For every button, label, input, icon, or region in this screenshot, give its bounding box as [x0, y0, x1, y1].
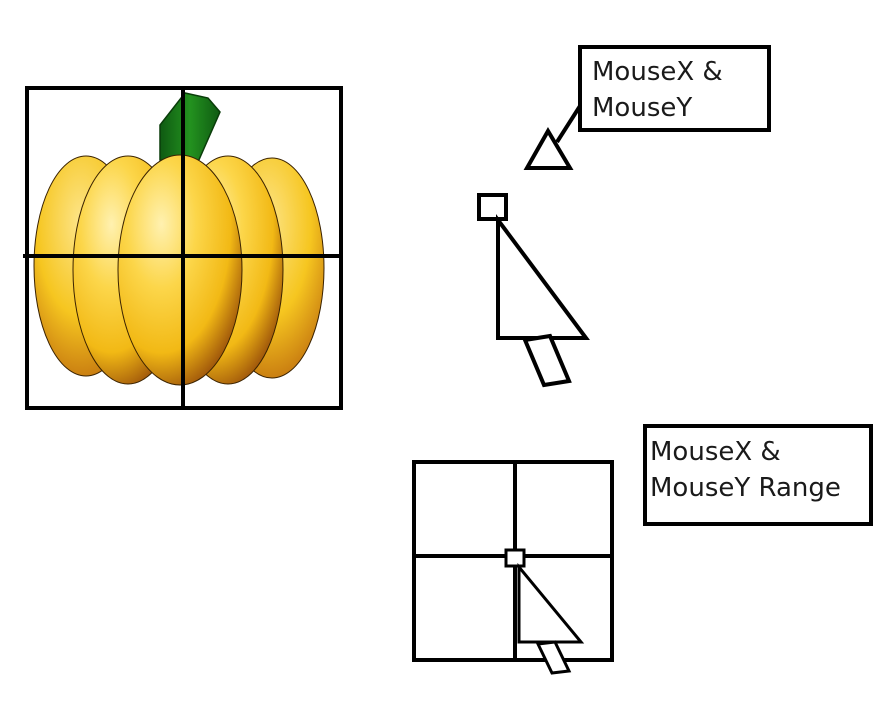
- mouse-range-label-line2: MouseY Range: [650, 473, 841, 503]
- pumpkin-stem: [159, 92, 221, 163]
- mouse-xy-label-line1: MouseX &: [592, 57, 723, 87]
- small-cursor-arrow-tail: [535, 640, 572, 675]
- mouse-range-callout: MouseX & MouseY Range: [643, 424, 873, 526]
- cursor-hotspot-square: [477, 193, 508, 221]
- pumpkin-icon: [33, 92, 325, 386]
- mouse-range-label-line1: MouseX &: [650, 437, 781, 467]
- mouse-xy-label-line2: MouseY: [592, 93, 692, 123]
- pumpkin-target-group: [23, 86, 343, 410]
- cursor-arrow-tail: [522, 333, 572, 388]
- mouse-range-label-box: [643, 424, 873, 526]
- mouse-cursor-icon: [477, 193, 590, 388]
- mouse-range-group: [412, 460, 614, 675]
- callout-connector-line: [555, 104, 582, 144]
- small-mouse-cursor-icon: [504, 548, 585, 675]
- triangle-pointer-icon: [523, 127, 574, 170]
- cursor-arrow-body: [496, 213, 590, 340]
- small-cursor-hotspot-square: [504, 548, 526, 568]
- pumpkin-lobe-center: [117, 154, 243, 386]
- mouse-xy-callout: MouseX & MouseY: [523, 45, 771, 170]
- mouse-xy-label-box: [578, 45, 771, 132]
